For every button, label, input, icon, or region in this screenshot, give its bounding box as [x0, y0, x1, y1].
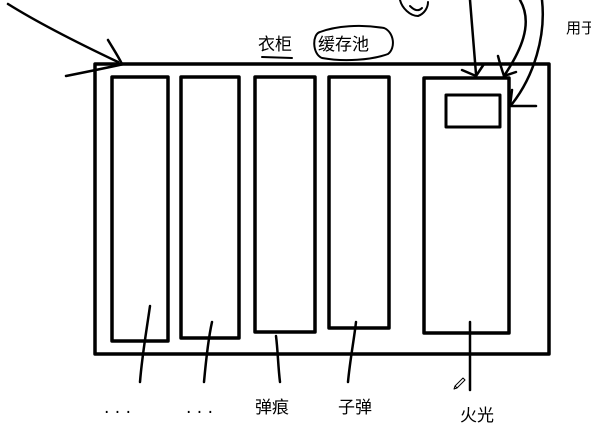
scribble-top-inner [409, 5, 423, 12]
outer-box [93, 62, 551, 356]
label-muzzle-flash: 火光 [460, 406, 494, 426]
connector-bullet-holes [274, 334, 282, 384]
column-2 [179, 75, 241, 340]
label-bullet-holes: 弹痕 [255, 398, 289, 418]
column-bullets [327, 75, 391, 330]
column-1 [110, 75, 170, 343]
arrow-top-right-2-head [496, 54, 518, 78]
label-dots-2: . . . [186, 398, 213, 418]
connector-bullets [346, 320, 358, 384]
arrow-top-right-1-head [460, 62, 486, 78]
scribble-top [399, 0, 429, 17]
arrow-top-right-3-head [508, 88, 538, 108]
title-wardrobe-underline [261, 56, 293, 59]
arrow-top-left-curve [6, 2, 120, 64]
connector-dots-2 [202, 320, 214, 384]
title-cache-pool-circle [313, 24, 394, 62]
pencil-icon [453, 377, 466, 390]
arrow-top-right-3 [510, 0, 544, 106]
edge-label: 用于 [566, 19, 591, 37]
muzzle-flash-inner-box [444, 93, 502, 129]
label-bullets: 子弹 [338, 398, 372, 418]
arrow-top-left-head-upper [106, 38, 124, 66]
arrow-top-right-1 [468, 0, 478, 76]
title-cache-pool: 缓存池 [318, 35, 369, 55]
title-wardrobe: 衣柜 [258, 35, 292, 55]
connector-dots-1 [138, 304, 152, 384]
arrow-top-right-2 [502, 0, 527, 78]
column-bullet-holes [253, 75, 317, 334]
column-muzzle-flash [422, 76, 511, 335]
label-dots-1: . . . [104, 398, 131, 418]
